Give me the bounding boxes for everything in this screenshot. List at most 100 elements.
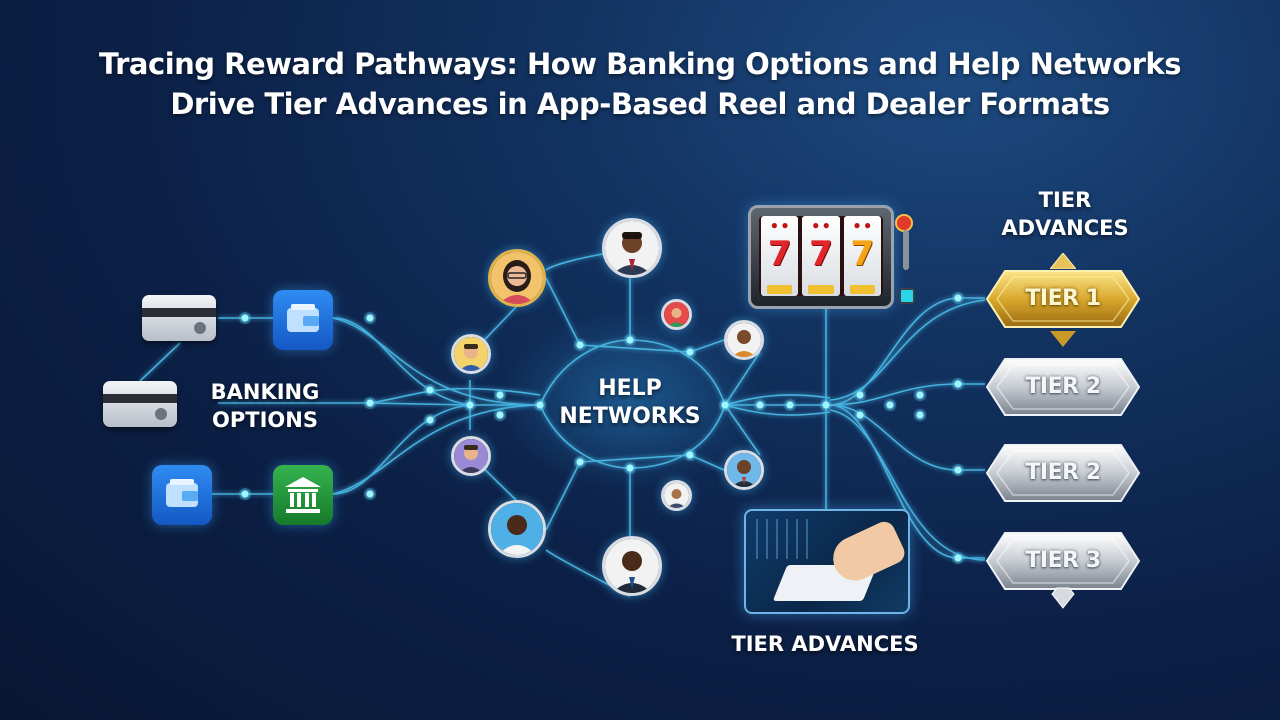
- avatar-man-icon: [724, 320, 764, 360]
- connection-line: [369, 402, 471, 406]
- tier-heading-line-2: ADVANCES: [1001, 216, 1129, 240]
- avatar-man-icon: [451, 436, 491, 476]
- connection-line: [332, 404, 541, 495]
- node-dot: [916, 391, 924, 399]
- reel-symbol: 7: [809, 234, 833, 274]
- tier-advances-heading: TIER ADVANCES: [980, 186, 1150, 242]
- wallet-icon: [152, 465, 212, 525]
- node-dot: [626, 464, 634, 472]
- node-dot: [576, 341, 584, 349]
- tier-badge-label: TIER 1: [1025, 286, 1101, 311]
- tier-badge-4: TIER 3: [985, 529, 1141, 593]
- node-dot: [954, 380, 962, 388]
- connection-line: [579, 454, 691, 463]
- node-dot: [686, 348, 694, 356]
- connection-line: [724, 394, 831, 406]
- node-dot: [576, 458, 584, 466]
- slot-button-icon: [899, 288, 915, 304]
- node-dot: [822, 401, 830, 409]
- slot-reel: ● ●7: [843, 216, 881, 296]
- node-dot: [426, 386, 434, 394]
- reel-symbol: 7: [767, 234, 792, 274]
- help-label-line-1: HELP: [598, 376, 662, 401]
- banking-label-line-2: OPTIONS: [212, 408, 318, 432]
- node-dot: [466, 401, 474, 409]
- avatar-man-icon: [451, 334, 491, 374]
- connection-line: [629, 339, 726, 406]
- connection-line: [579, 344, 691, 353]
- connection-line: [829, 299, 986, 401]
- tier-advances-caption: TIER ADVANCES: [731, 632, 919, 656]
- title-line-2: Drive Tier Advances in App-Based Reel an…: [170, 87, 1110, 121]
- help-networks-label: HELP NETWORKS: [555, 375, 705, 431]
- connection-line: [689, 339, 725, 353]
- diamond-icon: [1051, 587, 1075, 609]
- connection-line: [139, 342, 181, 382]
- connection-line: [545, 461, 581, 531]
- node-dot: [496, 391, 504, 399]
- node-dot: [954, 554, 962, 562]
- avatar-man-icon: [661, 480, 692, 511]
- connection-line: [829, 404, 959, 559]
- node-dot: [241, 490, 249, 498]
- connection-line: [539, 339, 631, 406]
- tier-heading-line-1: TIER: [1038, 188, 1092, 212]
- connection-line: [829, 297, 959, 406]
- banking-options-label: BANKING OPTIONS: [195, 378, 335, 434]
- node-dot: [426, 416, 434, 424]
- connection-line: [829, 409, 986, 561]
- reel-symbol: 7: [850, 234, 875, 274]
- wallet-icon: [273, 290, 333, 350]
- node-dot: [366, 314, 374, 322]
- avatar-man-suit-icon: [602, 536, 662, 596]
- node-dot: [721, 401, 729, 409]
- connection-line: [829, 383, 959, 406]
- avatar-man-icon: [488, 500, 546, 558]
- tier-badge-label: TIER 2: [1025, 374, 1101, 399]
- node-dot: [626, 336, 634, 344]
- connection-line: [689, 454, 725, 471]
- slot-lever-icon: [903, 230, 909, 270]
- dealer-tablet-icon: [744, 509, 910, 614]
- connection-line: [332, 317, 541, 406]
- slot-reels: ● ●7 ● ●7 ● ●7: [759, 216, 883, 296]
- node-dot: [241, 314, 249, 322]
- avatar-man-suit-icon: [602, 218, 662, 278]
- title-line-1: Tracing Reward Pathways: How Banking Opt…: [99, 47, 1181, 81]
- slot-machine-icon: ● ●7 ● ●7 ● ●7: [748, 205, 915, 309]
- help-label-line-2: NETWORKS: [559, 404, 701, 429]
- connection-line: [629, 404, 726, 469]
- banking-label-line-1: BANKING: [210, 380, 320, 404]
- avatar-man-icon: [724, 450, 764, 490]
- gold-tip-icon: [1050, 331, 1076, 347]
- node-dot: [686, 451, 694, 459]
- avatar-man-icon: [661, 299, 692, 330]
- connection-line: [724, 351, 761, 406]
- node-dot: [366, 399, 374, 407]
- node-dot: [366, 490, 374, 498]
- node-dot: [496, 411, 504, 419]
- bank-icon: [273, 465, 333, 525]
- connection-line: [545, 277, 581, 346]
- slot-reel: ● ●7: [761, 216, 799, 296]
- slot-reel: ● ●7: [802, 216, 840, 296]
- connection-line: [332, 317, 471, 406]
- node-dot: [856, 391, 864, 399]
- tier-badge-label: TIER 3: [1025, 548, 1101, 573]
- credit-card-icon: [103, 381, 177, 427]
- tier-badge-label: TIER 2: [1025, 460, 1101, 485]
- connection-line: [539, 404, 631, 469]
- credit-card-icon: [142, 295, 216, 341]
- connection-line: [724, 404, 761, 456]
- connection-line: [369, 387, 541, 404]
- tier-badge-3: TIER 2: [985, 441, 1141, 505]
- help-hub-glow: [500, 310, 760, 490]
- tier-badge-2: TIER 2: [985, 355, 1141, 419]
- connection-line: [829, 404, 959, 471]
- gold-crown-tip-icon: [1050, 253, 1076, 269]
- connection-line: [724, 404, 831, 416]
- node-dot: [954, 294, 962, 302]
- connection-line: [332, 404, 471, 495]
- connection-lines: [139, 248, 986, 597]
- node-dot: [756, 401, 764, 409]
